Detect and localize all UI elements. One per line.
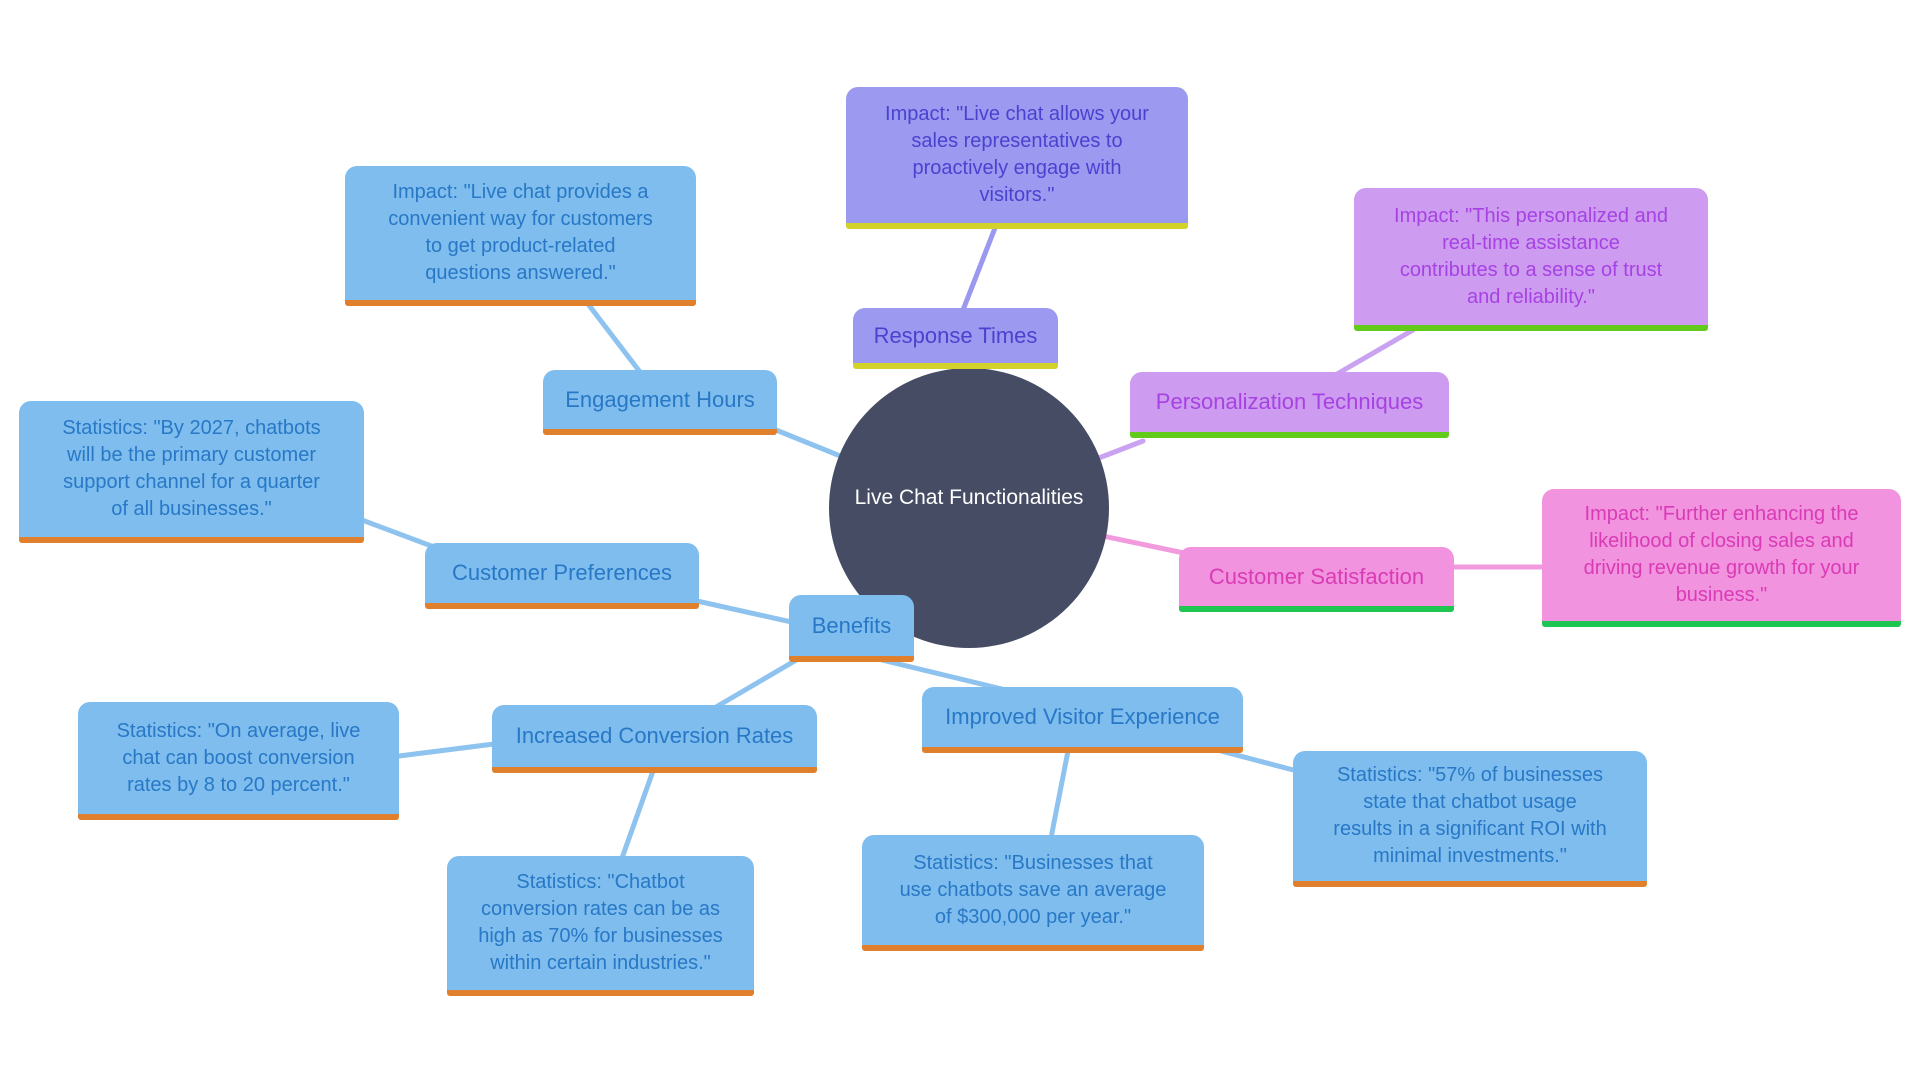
node-text: Impact: "Live chat provides a convenient…	[388, 181, 653, 284]
node-increased-conversion-rates[interactable]: Increased Conversion Rates	[492, 705, 817, 773]
node-label: Benefits	[811, 612, 892, 638]
node-label: Response Times	[873, 322, 1038, 348]
node-text: Statistics: "57% of businesses state tha…	[1333, 764, 1607, 867]
node-customer-satisfaction-impact[interactable]: Impact: "Further enhancing the likelihoo…	[1542, 489, 1901, 627]
connector-engagement-hours-impact	[585, 301, 643, 375]
node-improved-visitor-experience[interactable]: Improved Visitor Experience	[922, 687, 1243, 753]
connector-conversion-stat2	[619, 768, 656, 861]
node-customer-preferences[interactable]: Customer Preferences	[425, 543, 699, 609]
node-benefits[interactable]: Benefits	[789, 595, 914, 662]
node-text: Statistics: "Chatbot conversion rates ca…	[478, 871, 723, 974]
node-personalization-techniques-impact[interactable]: Impact: "This personalized and real-time…	[1354, 188, 1708, 331]
node-text: Statistics: "Businesses that use chatbot…	[899, 851, 1167, 928]
connector-conversion-stat1	[396, 741, 497, 759]
node-visitor-experience-statistic-1[interactable]: Statistics: "Businesses that use chatbot…	[862, 835, 1204, 951]
node-label: Personalization Techniques	[1155, 389, 1424, 414]
node-personalization-techniques[interactable]: Personalization Techniques	[1130, 372, 1449, 438]
node-text: Impact: "Further enhancing the likelihoo…	[1583, 503, 1860, 606]
node-engagement-hours-impact[interactable]: Impact: "Live chat provides a convenient…	[345, 166, 696, 306]
node-customer-preferences-statistic[interactable]: Statistics: "By 2027, chatbots will be t…	[19, 401, 364, 543]
node-response-times[interactable]: Response Times	[853, 308, 1058, 369]
node-label: Customer Preferences	[451, 560, 673, 585]
node-label: Increased Conversion Rates	[515, 723, 794, 748]
central-topic-label: Live Chat Functionalities	[854, 486, 1084, 509]
node-response-times-impact[interactable]: Impact: "Live chat allows your sales rep…	[846, 87, 1188, 229]
connector-personalization-impact	[1334, 327, 1416, 377]
node-conversion-rates-statistic-2[interactable]: Statistics: "Chatbot conversion rates ca…	[447, 856, 754, 996]
node-text: Statistics: "By 2027, chatbots will be t…	[62, 417, 321, 520]
connector-visitor-stat1	[1048, 748, 1071, 841]
node-text: Statistics: "On average, live chat can b…	[116, 719, 361, 796]
connector-benefits-increased-conversion	[713, 656, 801, 710]
connector-benefits-improved-visitor	[875, 656, 1009, 693]
node-engagement-hours[interactable]: Engagement Hours	[543, 370, 777, 435]
connector-response-times-impact	[960, 225, 998, 313]
node-text: Impact: "This personalized and real-time…	[1394, 204, 1668, 308]
node-visitor-experience-statistic-2[interactable]: Statistics: "57% of businesses state tha…	[1293, 751, 1647, 887]
node-conversion-rates-statistic-1[interactable]: Statistics: "On average, live chat can b…	[78, 702, 399, 820]
node-label: Engagement Hours	[565, 386, 755, 412]
node-text: Impact: "Live chat allows your sales rep…	[885, 103, 1149, 206]
node-label: Customer Satisfaction	[1208, 563, 1425, 589]
node-label: Improved Visitor Experience	[945, 704, 1220, 729]
connector-visitor-stat2	[1218, 748, 1304, 775]
node-customer-satisfaction[interactable]: Customer Satisfaction	[1179, 547, 1454, 612]
